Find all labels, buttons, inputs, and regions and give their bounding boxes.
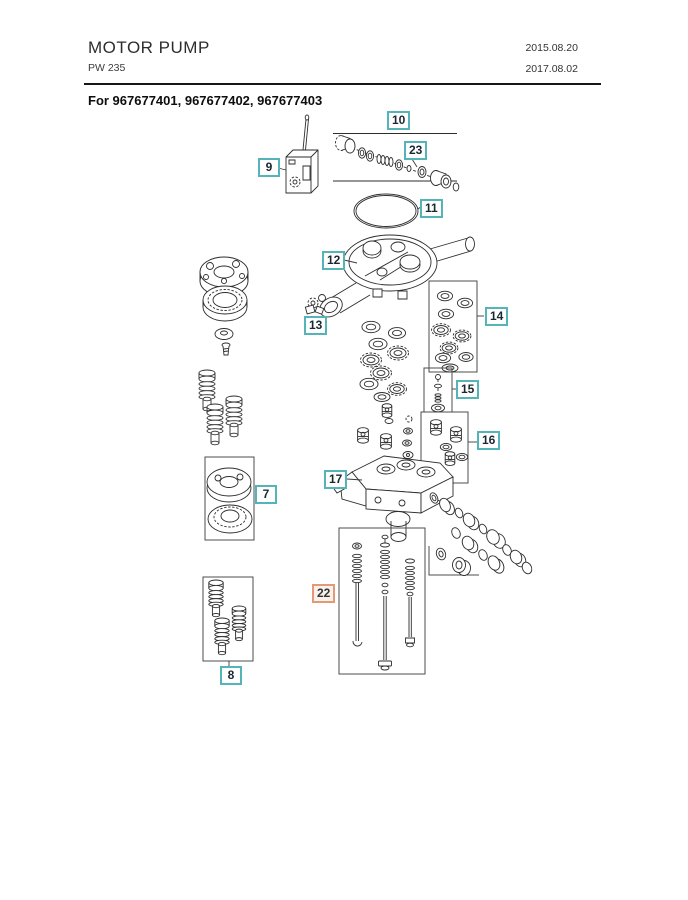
- part-9-micro-switch: [286, 115, 318, 193]
- callout-23: 23: [404, 141, 428, 160]
- part-17-pump-body: [332, 456, 453, 542]
- leader-lines: [278, 159, 484, 480]
- kit-box-8: [203, 577, 253, 666]
- part-bearing: [203, 286, 247, 321]
- applies-to-models: For 967677401, 967677402, 967677403: [88, 93, 323, 108]
- header-divider: [84, 83, 601, 85]
- part-11-o-ring: [354, 194, 418, 228]
- part-23-seal-ring: [418, 167, 426, 178]
- callout-9: 9: [258, 158, 280, 177]
- part-bolt-spring-2: [379, 535, 392, 670]
- bracket-outline: [429, 546, 479, 576]
- part-bolt-spring-1: [353, 543, 363, 646]
- part-13-clip: [305, 295, 325, 315]
- part-screw: [222, 343, 230, 355]
- part-valves-loose: [357, 403, 413, 459]
- kit-box-14: [429, 281, 477, 372]
- callout-22: 22: [312, 584, 336, 603]
- revision-date-1: 2015.08.20: [525, 42, 578, 54]
- callout-15: 15: [456, 380, 480, 399]
- kit-box-22: [339, 528, 425, 674]
- callout-10: 10: [387, 111, 411, 130]
- part-swash-plate-assembly: [200, 257, 248, 296]
- callout-13: 13: [304, 316, 328, 335]
- callout-7: 7: [255, 485, 277, 504]
- part-12-pump-head: [316, 235, 474, 321]
- callout-16: 16: [477, 431, 501, 450]
- revision-date-2: 2017.08.02: [525, 63, 578, 75]
- part-washer: [215, 329, 233, 340]
- callout-8: 8: [220, 666, 242, 685]
- model-number: PW 235: [88, 62, 126, 74]
- kit-box-7: [205, 457, 254, 540]
- part-seal-rings-loose: [359, 320, 409, 401]
- callout-11: 11: [420, 199, 443, 218]
- part-bolt-spring-3: [406, 559, 415, 647]
- part-10-unloader-assembly: [333, 134, 459, 192]
- kit-box-15: [424, 368, 452, 412]
- part-pistons-loose: [198, 369, 243, 446]
- callout-17: 17: [324, 470, 348, 489]
- callout-12: 12: [322, 251, 346, 270]
- part-fittings-chain: [429, 492, 534, 576]
- page-title: MOTOR PUMP: [88, 38, 210, 57]
- callout-14: 14: [485, 307, 509, 326]
